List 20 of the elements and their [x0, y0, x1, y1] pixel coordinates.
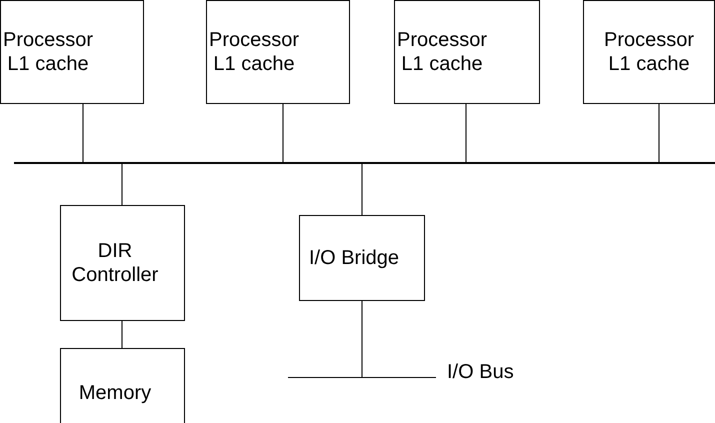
- component-box: [0, 0, 144, 104]
- component-box: [206, 0, 350, 104]
- component-label: DIR Controller: [70, 239, 160, 287]
- component-box: [299, 215, 425, 301]
- connector-line: [658, 104, 660, 162]
- component-label: Memory: [78, 381, 152, 405]
- bus-line: [288, 377, 436, 378]
- bus-label: I/O Bus: [447, 361, 514, 384]
- component-label: Processor L1 cache: [208, 28, 300, 76]
- component-box: [60, 205, 185, 321]
- component-label: Processor L1 cache: [602, 28, 696, 76]
- component-box: [394, 0, 540, 104]
- connector-line: [282, 104, 284, 162]
- component-box: [60, 348, 185, 423]
- connector-line: [82, 104, 84, 162]
- component-label: I/O Bridge: [308, 246, 400, 270]
- component-label: Processor L1 cache: [396, 28, 488, 76]
- bus-line: [14, 162, 715, 164]
- component-label: Processor L1 cache: [2, 28, 94, 76]
- component-box: [583, 0, 715, 104]
